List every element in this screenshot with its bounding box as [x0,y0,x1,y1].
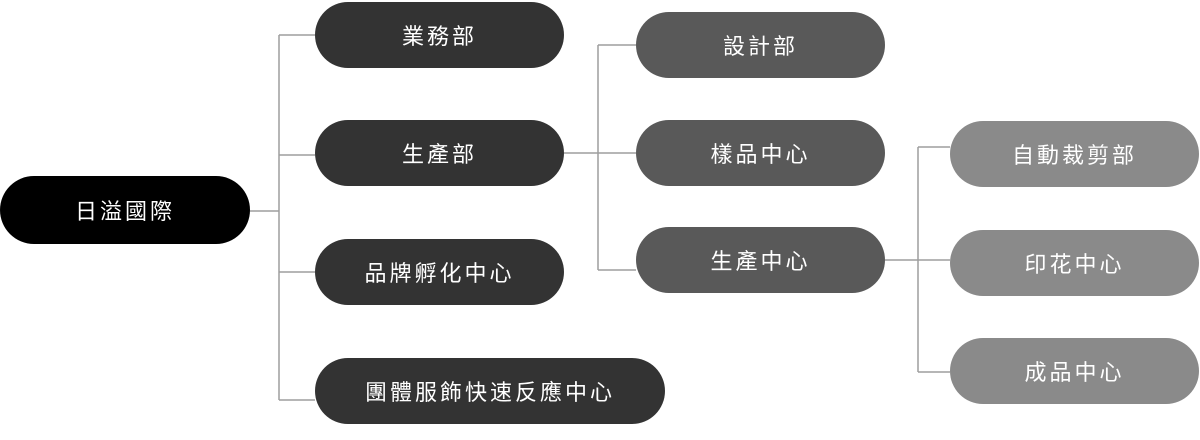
node-finished-label: 成品中心 [1024,361,1125,386]
node-finished-goods-center: 成品中心 [950,338,1199,404]
node-root-label: 日溢國際 [74,200,175,225]
node-sales-dept: 業務部 [315,2,564,68]
node-cutting-label: 自動裁剪部 [1011,144,1137,169]
node-printing-label: 印花中心 [1024,253,1125,278]
node-group-rapid-response: 團體服飾快速反應中心 [315,358,665,424]
node-production-dept: 生產部 [315,120,564,186]
node-production-label: 生產部 [401,143,477,168]
node-production-center: 生產中心 [636,227,885,293]
node-design-label: 設計部 [722,35,798,60]
node-sales-label: 業務部 [401,25,477,50]
node-design-dept: 設計部 [636,12,885,78]
node-group-label: 團體服飾快速反應中心 [364,381,615,406]
node-root-company: 日溢國際 [0,176,250,244]
node-production-center-label: 生產中心 [710,250,811,275]
node-sample-center: 樣品中心 [636,120,885,186]
node-brand-incubation: 品牌孵化中心 [315,239,564,305]
node-brand-label: 品牌孵化中心 [364,262,515,287]
node-auto-cutting: 自動裁剪部 [950,121,1199,187]
node-sample-label: 樣品中心 [710,143,811,168]
node-printing-center: 印花中心 [950,230,1199,296]
